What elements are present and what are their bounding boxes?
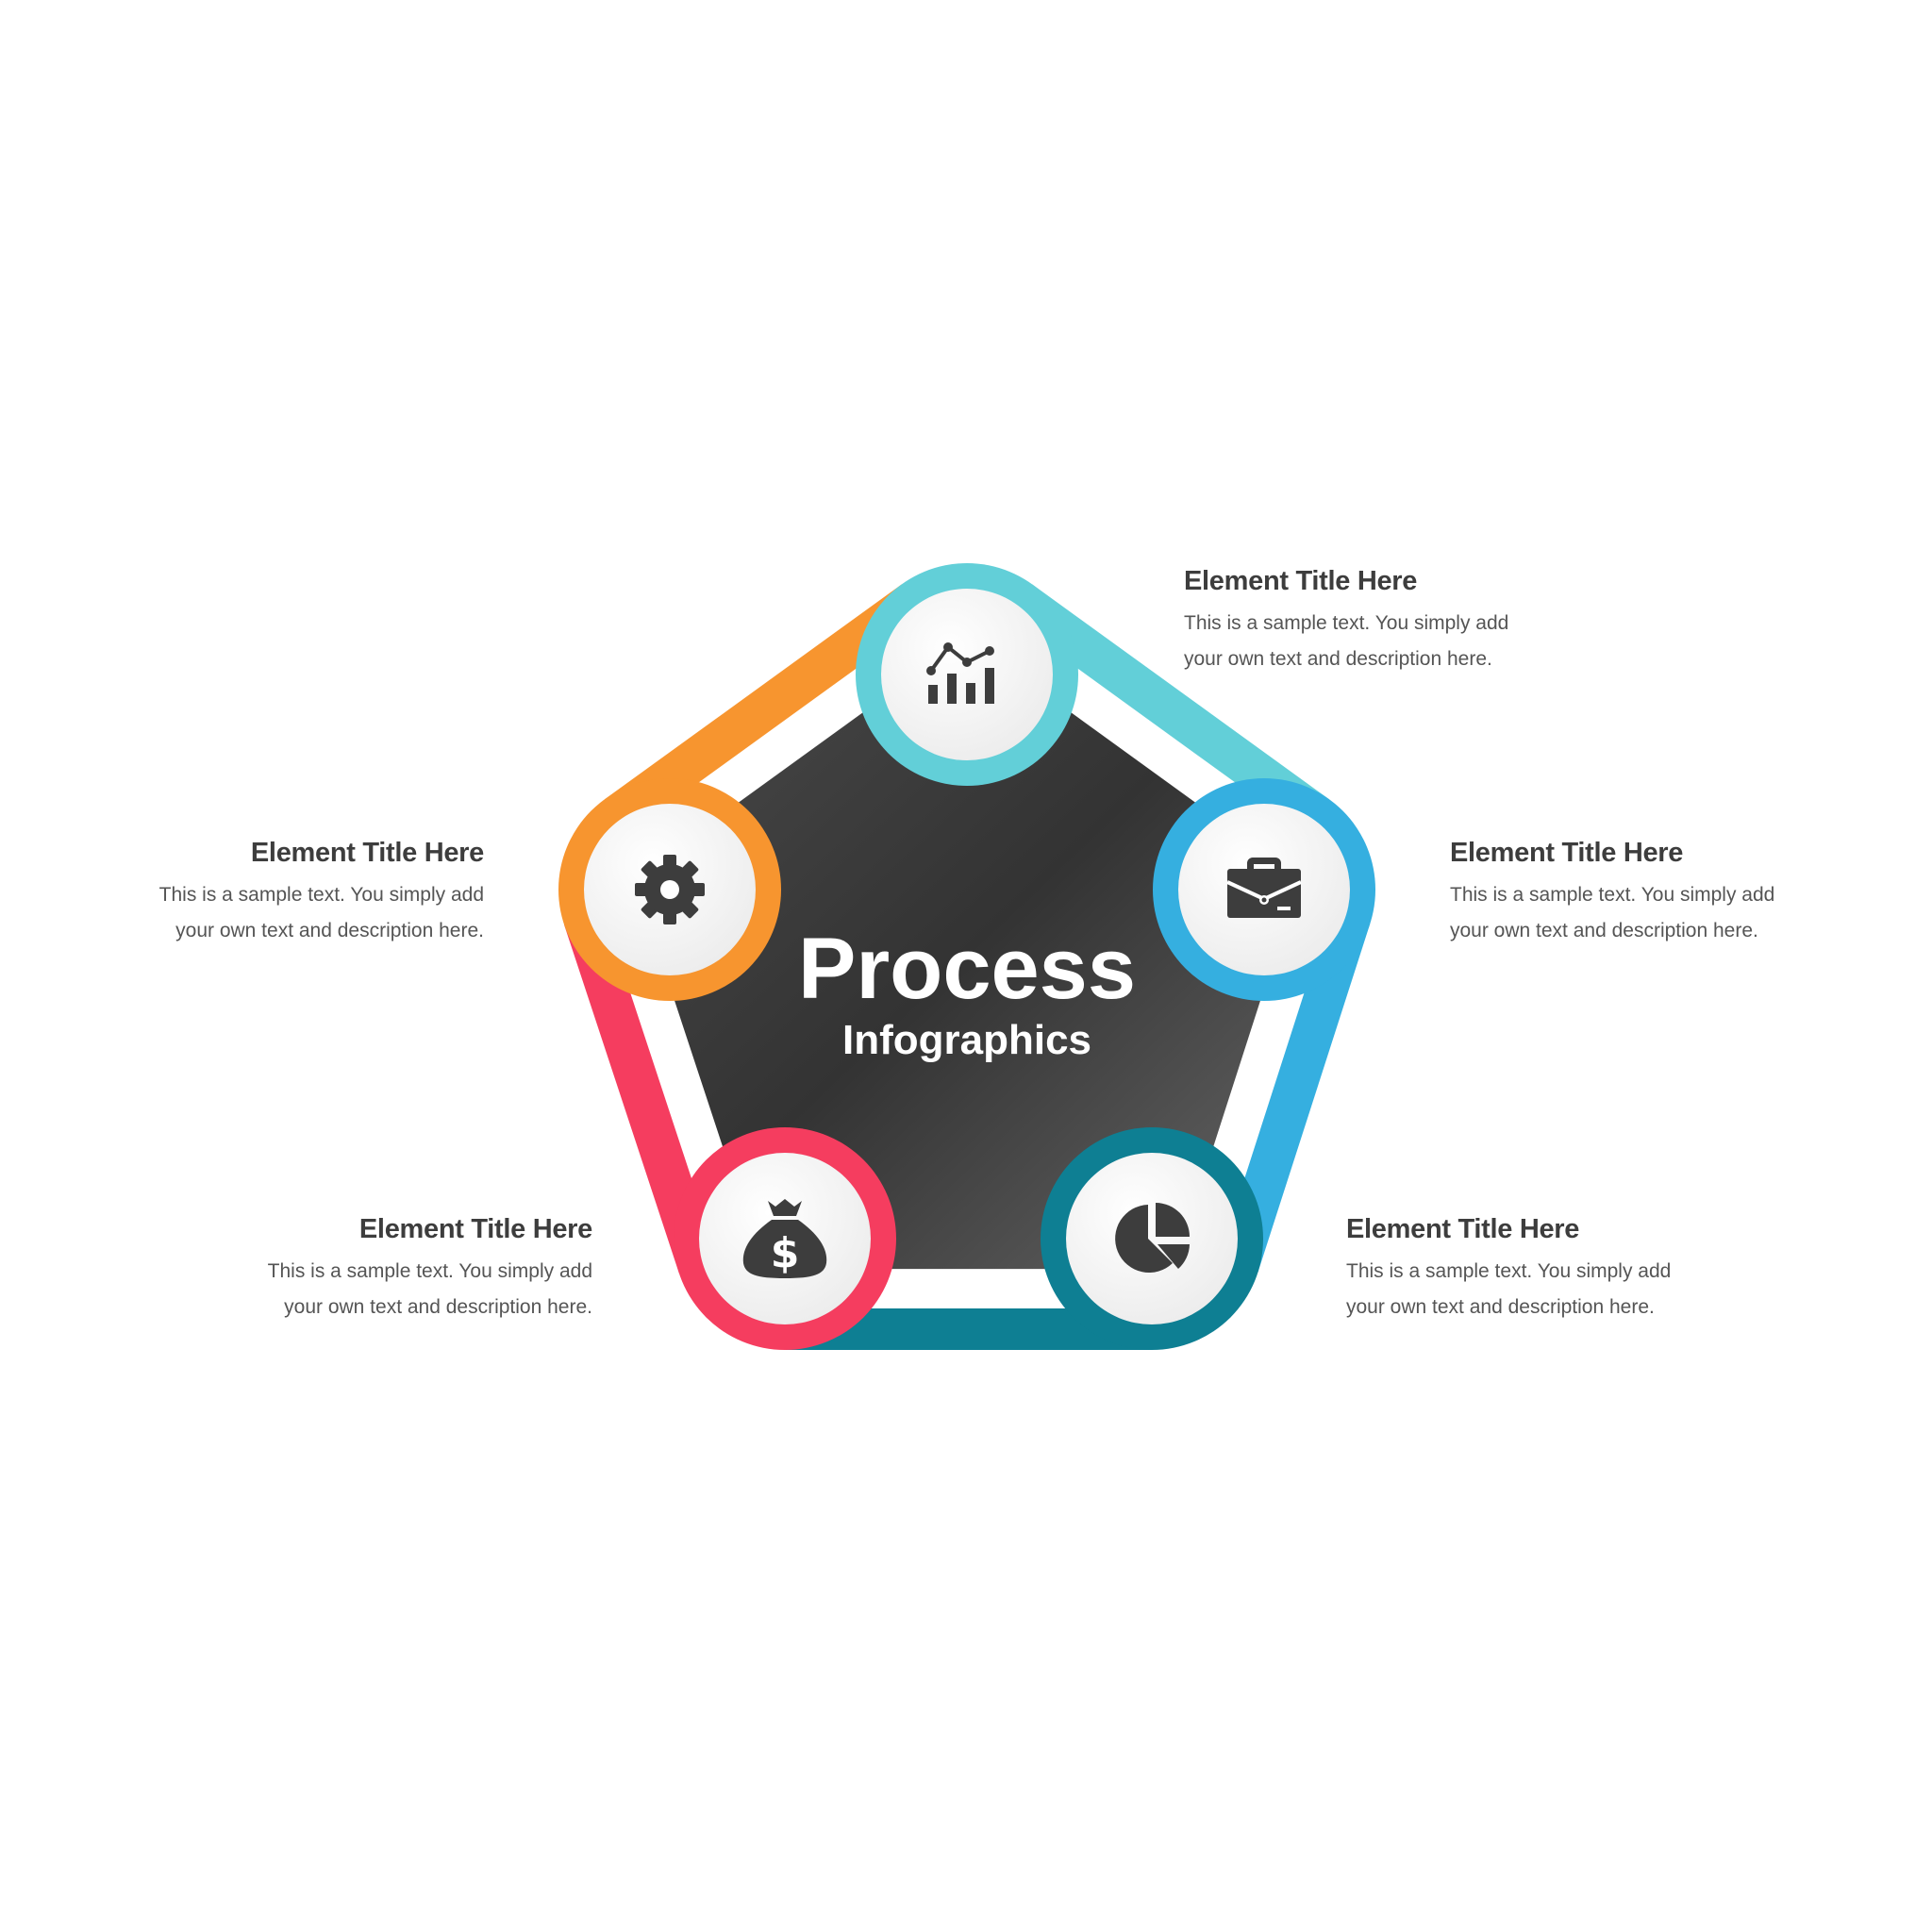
element-title: Element Title Here [250, 838, 484, 868]
pie-chart-icon [1115, 1203, 1190, 1273]
chart-icon [926, 642, 994, 704]
element-description-line: This is a sample text. You simply add [267, 1260, 592, 1282]
center-subtitle: Infographics [841, 1017, 1092, 1063]
element-title: Element Title Here [1450, 838, 1684, 868]
center-title: Process [797, 921, 1137, 1017]
node-circle [856, 563, 1078, 786]
element-description-line: your own text and description here. [1346, 1296, 1655, 1318]
money-bag-icon: $ [742, 1199, 827, 1278]
element-description-line: This is a sample text. You simply add [1184, 612, 1509, 634]
element-description-line: This is a sample text. You simply add [158, 884, 484, 906]
element-description-line: your own text and description here. [1184, 648, 1492, 670]
element-description-line: your own text and description here. [1450, 920, 1758, 941]
element-title: Element Title Here [1184, 566, 1418, 596]
pentagon-fill [634, 637, 1300, 1270]
element-block-right: Element Title Here This is a sample text… [1450, 836, 1846, 949]
element-title: Element Title Here [358, 1214, 592, 1244]
element-block-bottom-right: Element Title Here This is a sample text… [1346, 1212, 1742, 1325]
element-description-line: This is a sample text. You simply add [1346, 1260, 1672, 1282]
briefcase-icon [1226, 858, 1302, 918]
element-block-top: Element Title Here This is a sample text… [1184, 564, 1580, 677]
element-description-line: This is a sample text. You simply add [1450, 884, 1775, 906]
element-description-line: your own text and description here. [175, 920, 484, 941]
svg-text:$: $ [771, 1229, 800, 1277]
element-description-line: your own text and description here. [284, 1296, 592, 1318]
gear-icon [635, 855, 705, 924]
element-title: Element Title Here [1346, 1214, 1580, 1244]
node-circle [1041, 1127, 1263, 1350]
element-block-bottom-left: Element Title Here This is a sample text… [196, 1212, 593, 1325]
element-block-left: Element Title Here This is a sample text… [88, 836, 485, 949]
